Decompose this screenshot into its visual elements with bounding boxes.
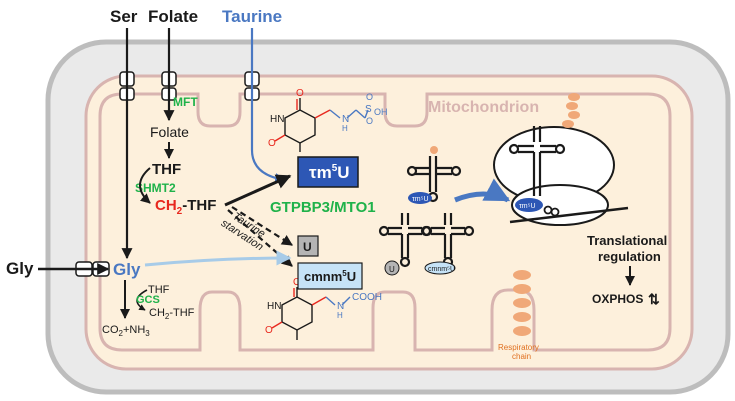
chem-s-o1: O	[366, 92, 373, 102]
label-ch2-thf: CH2-THF	[155, 197, 216, 217]
chem-o-top-2: O	[293, 277, 301, 288]
u-box: U	[297, 235, 319, 257]
trna-tm5u-label: τm⁵U	[412, 196, 429, 203]
chem-s: S	[365, 104, 372, 115]
label-translational-1: Translational	[587, 233, 667, 248]
svg-text:τm5U: τm5U	[309, 163, 350, 182]
mrna-strand	[509, 206, 629, 224]
thf-part: -THF	[182, 197, 216, 214]
codon-circle-2	[550, 207, 560, 217]
chem-n-2: N	[337, 301, 344, 312]
chem-h-top: H	[342, 124, 348, 133]
label-mft: MFT	[173, 95, 198, 109]
nascent-peptide	[562, 93, 580, 128]
label-shmt2: SHMT2	[135, 181, 176, 195]
ch2-subscript: 2	[177, 206, 183, 217]
label-gcs: GCS	[136, 294, 160, 306]
svg-text:U: U	[303, 240, 312, 254]
label-thf: THF	[152, 161, 181, 178]
svg-text:CO2+NH3: CO2+NH3	[102, 324, 150, 338]
tm5u-box: τm5U	[297, 156, 359, 188]
trna-cmnm5u-label: cmnm⁵U	[428, 266, 455, 273]
arrow-thf-to-ch2thf	[139, 167, 151, 204]
svg-text:CH2-THF: CH2-THF	[155, 197, 216, 217]
chem-h-2: H	[337, 311, 343, 320]
respiratory-chain	[513, 270, 531, 336]
label-gtpbp3-mto1: GTPBP3/MTO1	[270, 199, 376, 216]
trna-u-pill	[384, 260, 400, 276]
chem-s-o2: O	[366, 116, 373, 126]
label-ser: Ser	[110, 7, 138, 26]
trna-cmnm5u-pill	[424, 261, 456, 275]
label-ch2thf-small: CH2-THF	[149, 307, 195, 321]
chem-o-bottom-2: O	[265, 325, 273, 336]
dashed-arrow-to-u	[231, 206, 293, 246]
ribosome-tm5u-pill	[515, 198, 543, 212]
label-translational-2: regulation	[598, 249, 661, 264]
chem-structure-cmnm5u	[271, 287, 351, 340]
chem-cooh: COOH	[352, 292, 382, 303]
chem-o-top: O	[296, 88, 304, 99]
trna-tm5u-pill	[408, 192, 432, 204]
label-respiratory-1: Respiratory	[498, 343, 539, 352]
chem-n-top: N	[342, 114, 349, 125]
ch2-part: CH	[155, 197, 177, 214]
label-gly-outer: Gly	[6, 259, 34, 278]
chem-structure-tm5u	[274, 98, 369, 152]
arrow-thf-to-ch2thf-gcs	[136, 289, 148, 311]
arrow-trna-to-ribosome	[454, 178, 511, 203]
arrow-ch2thf-to-tm5u	[224, 174, 292, 207]
trna-u-label: U	[389, 265, 395, 274]
arrow-gly-to-cmnm5u	[144, 250, 292, 267]
svg-text:cmnm5U: cmnm5U	[304, 269, 356, 284]
chem-oh: OH	[374, 107, 388, 117]
label-co2-nh3: CO2+NH3	[102, 324, 150, 338]
cmnm5u-box: cmnm5U	[297, 262, 363, 290]
label-mitochondrion: Mitochondrion	[428, 99, 539, 116]
label-taurine: Taurine	[222, 7, 282, 26]
label-oxphos-arrows: ⇅	[648, 291, 660, 307]
label-thf-small: THF	[148, 284, 170, 296]
label-respiratory-2: chain	[512, 352, 531, 361]
chem-o-bottom: O	[268, 138, 276, 149]
label-oxphos: OXPHOS	[592, 292, 643, 306]
chem-hn-2: HN	[267, 301, 281, 312]
chem-hn-top: HN	[270, 114, 284, 125]
ribosome-tm5u-label: τm⁵U	[519, 203, 536, 210]
label-folate-inner: Folate	[150, 124, 189, 140]
label-gly-inner: Gly	[113, 260, 141, 279]
label-folate-top: Folate	[148, 7, 198, 26]
svg-text:CH2-THF: CH2-THF	[149, 307, 195, 321]
ribosome-trna	[508, 126, 566, 196]
